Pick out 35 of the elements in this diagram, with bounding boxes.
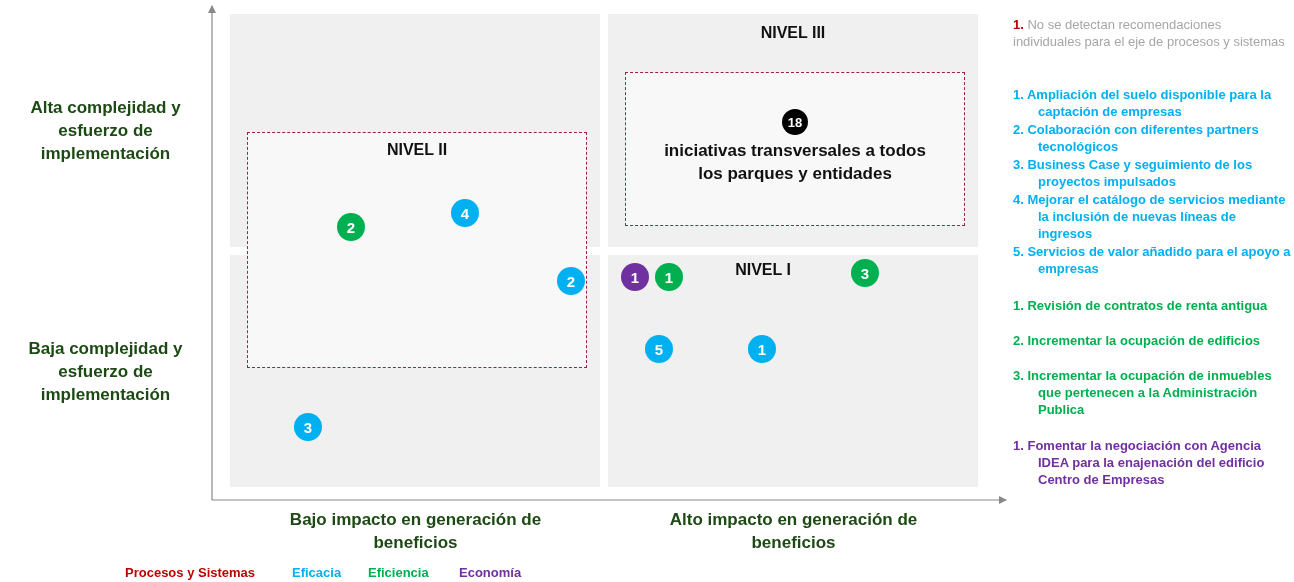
axis-label: Bajo impacto en generación de beneficios [288,509,543,554]
list-item: 3. Business Case y seguimiento de los proyectos impulsados [1013,156,1254,190]
numbered-circle: 1 [655,263,683,291]
list-item: 1. Ampliación del suelo disponible para la captación de empresas [1013,86,1273,120]
quadrant-panel [608,14,978,247]
list-item: 3. Incrementar la ocupación de inmuebles que pertenecen a la Administración Publica [1013,367,1273,418]
level-title: NIVEL II [386,141,448,158]
list-item: 1. Fomentar la negociación con Agencia IDEA para la enajenación del edificio Centro de Empresas [1013,437,1266,488]
axis-label: Alta complejidad y esfuerzo de implementación [29,97,182,165]
list-item: 1. Revisión de contratos de renta antigua [1013,297,1269,314]
numbered-circle: 1 [621,263,649,291]
legend-item: Economía [459,565,522,580]
list-item: 4. Mejorar el catálogo de servicios mediante la inclusión de nuevas líneas de ingresos [1013,191,1287,242]
legend-item: Eficiencia [368,565,429,580]
box-text: iniciativas transversales a todos los parques y entidades [663,140,927,185]
list-item: 2. Incrementar la ocupación de edificios [1013,332,1262,349]
numbered-circle: 2 [557,267,585,295]
numbered-circle: 2 [337,213,365,241]
level-title: NIVEL I [735,261,791,278]
dashed-frame [625,72,965,226]
list-item: 5. Servicios de valor añadido para el apoyo a empresas [1013,243,1291,277]
numbered-circle: 4 [451,199,479,227]
note-text: 1. No se detectan recomendaciones individuales para el eje de procesos y sistemas [1013,16,1286,50]
legend-item: Eficacia [292,565,342,580]
axis-label: Baja complejidad y esfuerzo de implementación [27,338,184,406]
numbered-circle: 18 [782,109,808,135]
numbered-circle: 5 [645,335,673,363]
list-item: 2. Colaboración con diferentes partners tecnológicos [1013,121,1260,155]
level-frame [247,132,587,368]
quadrant-panel [608,255,978,487]
level-title: NIVEL III [760,24,826,41]
numbered-circle: 1 [748,335,776,363]
numbered-circle: 3 [851,259,879,287]
axis-label: Alto impacto en generación de beneficios [668,509,919,554]
legend-item: Procesos y Sistemas [125,565,256,580]
